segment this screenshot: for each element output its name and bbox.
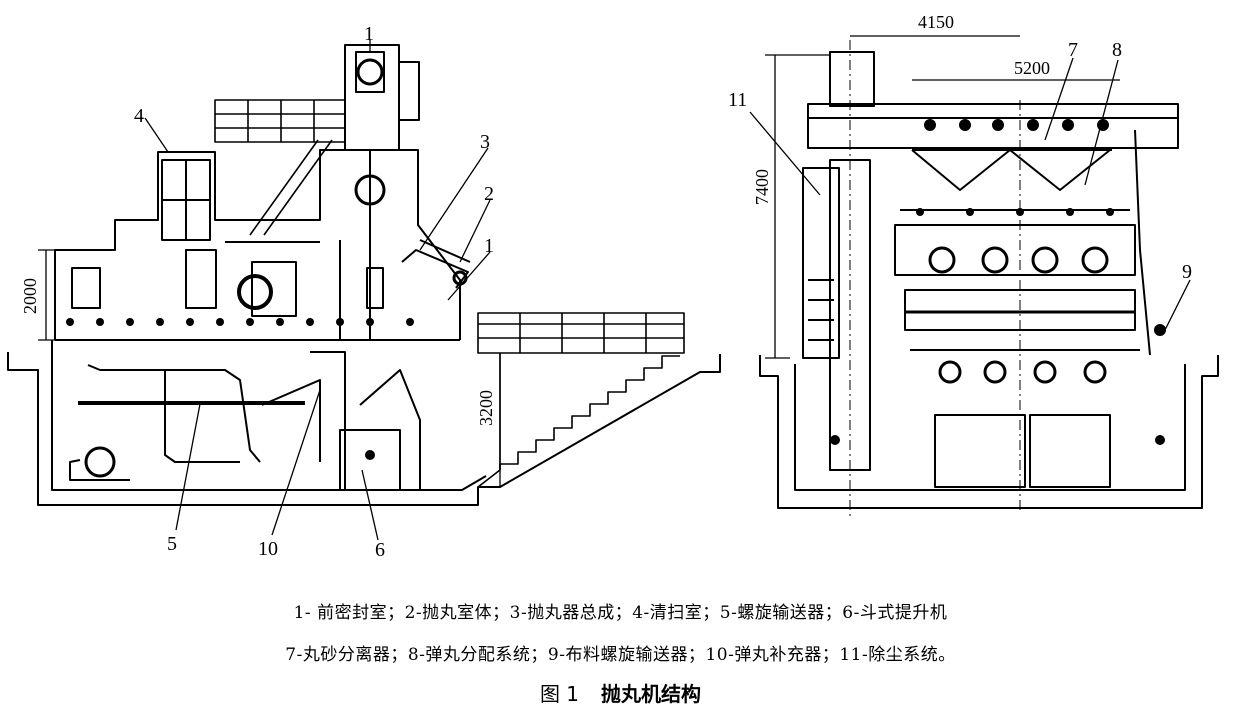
figure-title: 抛丸机结构 — [601, 682, 702, 706]
right-leader-lines — [749, 57, 1191, 331]
dimension-5200: 5200 — [1014, 58, 1050, 78]
figure-caption: 图 1 抛丸机结构 — [0, 678, 1241, 707]
callout-11: 11 — [728, 89, 747, 111]
callout-4: 4 — [134, 105, 144, 127]
callout-2: 2 — [484, 183, 494, 205]
bolt-row — [66, 318, 414, 460]
right-dimension-lines — [765, 35, 1120, 359]
left-side-elevation — [7, 40, 721, 541]
dimension-4150: 4150 — [918, 12, 954, 32]
lower-housings — [910, 349, 1140, 488]
left-leader-lines — [144, 40, 491, 541]
dust-collector — [802, 40, 871, 520]
callout-6: 6 — [375, 539, 385, 561]
legend-line-1: 1- 前密封室；2-抛丸室体；3-抛丸器总成；4-清扫室；5-螺旋输送器；6-斗… — [293, 603, 948, 623]
dimension-3200: 3200 — [476, 390, 496, 426]
right-ground-pit — [759, 355, 1219, 509]
callout-10: 10 — [258, 538, 278, 560]
callout-3: 3 — [480, 131, 490, 153]
ground-pit — [7, 340, 721, 506]
blaster-wheels — [928, 246, 1109, 384]
separator-frame — [807, 51, 1179, 510]
elevator-head — [344, 44, 420, 340]
shot-blast-machine-drawing: 1 4 3 2 1 5 10 6 2000 3200 11 7 8 9 4150… — [7, 12, 1219, 561]
callout-9: 9 — [1182, 261, 1192, 283]
left-dimension-lines — [38, 249, 501, 487]
callout-7: 7 — [1068, 39, 1078, 61]
callout-5: 5 — [167, 533, 177, 555]
dimension-2000: 2000 — [20, 278, 40, 314]
right-callout-labels: 11 7 8 9 — [728, 39, 1192, 283]
left-callout-labels: 1 4 3 2 1 5 10 6 — [134, 23, 494, 561]
hopper-and-screw — [69, 351, 421, 491]
chamber-body — [54, 149, 461, 341]
right-front-elevation — [749, 35, 1219, 520]
dimension-7400: 7400 — [752, 169, 772, 205]
callout-1-top: 1 — [364, 23, 374, 45]
callout-1: 1 — [484, 235, 494, 257]
walkway-railing — [214, 99, 346, 236]
callout-8: 8 — [1112, 39, 1122, 61]
right-bolt-row — [830, 119, 1166, 445]
legend-line-2: 7-丸砂分离器；8-弹丸分配系统；9-布料螺旋输送器；10-弹丸补充器；11-除… — [285, 645, 956, 665]
left-dimension-labels: 2000 3200 — [20, 278, 496, 426]
figure-number: 图 1 — [539, 682, 580, 706]
right-dimension-labels: 4150 5200 7400 — [752, 12, 1050, 205]
